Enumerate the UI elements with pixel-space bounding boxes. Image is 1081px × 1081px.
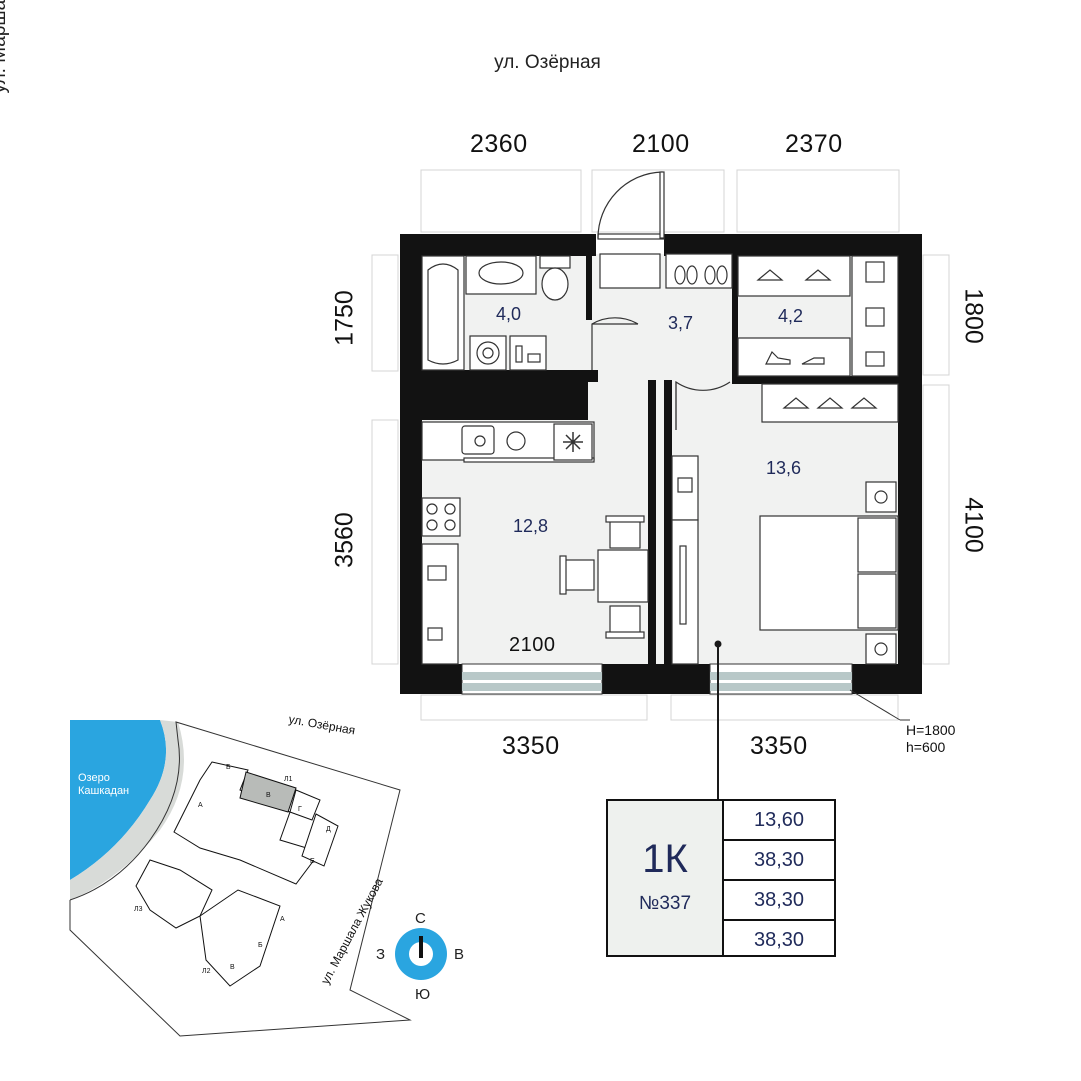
area-bathroom: 4,0 (496, 304, 522, 324)
kitchen-fixtures (421, 421, 649, 665)
compass-south: Ю (415, 986, 431, 1003)
area-value-living: 13,60 (724, 801, 834, 841)
walls (400, 234, 922, 694)
site-label-v2: В (230, 964, 235, 971)
site-label-v1: В (266, 792, 271, 799)
apartment-type: 1К (642, 837, 688, 881)
dim-bottom-left: 3350 (502, 732, 560, 760)
apartment-type-panel: 1К №337 (608, 801, 724, 955)
compass-graphic (395, 928, 447, 980)
area-value-total-1: 38,30 (724, 841, 834, 881)
area-value-total-3: 38,30 (753, 929, 805, 951)
site-label-d: Д (326, 826, 331, 833)
street-label-top: ул. Озёрная (494, 52, 601, 73)
area-wardrobe: 4,2 (778, 306, 804, 326)
compass-north: С (415, 910, 426, 927)
dim-top-right: 2370 (785, 130, 843, 158)
site-map (69, 720, 412, 1037)
site-label-a2: А (280, 916, 285, 923)
apartment-info-card: 1К №337 13,60 38,30 38,30 38,30 (606, 799, 836, 957)
area-kitchen: 12,8 (513, 516, 549, 536)
dim-kitchen-window: 2100 (509, 634, 556, 656)
area-bedroom: 13,6 (766, 458, 802, 478)
site-label-l3: Л3 (134, 906, 143, 913)
dim-top-left: 2360 (470, 130, 528, 158)
dim-bottom-right: 3350 (750, 732, 808, 760)
entrance-door (597, 171, 665, 240)
site-label-g: Г (298, 806, 302, 813)
compass-west: З (376, 946, 386, 963)
bedroom-door (675, 380, 731, 430)
site-label-b2: Б (258, 942, 263, 949)
bathroom-door (591, 317, 639, 370)
apartment-number: №337 (638, 893, 692, 914)
dim-top-middle: 2100 (632, 130, 690, 158)
lake-label: Озеро Кашкадан (78, 772, 130, 797)
compass-east: В (454, 946, 465, 963)
site-label-l2: Л2 (202, 968, 211, 975)
site-label-e: Е (310, 858, 315, 865)
bedroom-fixtures (671, 383, 899, 665)
bathroom-fixtures (421, 255, 571, 371)
site-label-b1: Б (226, 764, 231, 771)
site-label-l1: Л1 (284, 776, 293, 783)
wardrobe-fixtures (737, 255, 899, 377)
area-hall: 3,7 (668, 313, 694, 333)
area-value-total-2: 38,30 (724, 881, 834, 921)
window-height-label: H=1800 h=600 (906, 722, 956, 755)
site-label-a1: А (198, 802, 203, 809)
windows (461, 663, 853, 695)
hall-fixtures (599, 253, 733, 289)
